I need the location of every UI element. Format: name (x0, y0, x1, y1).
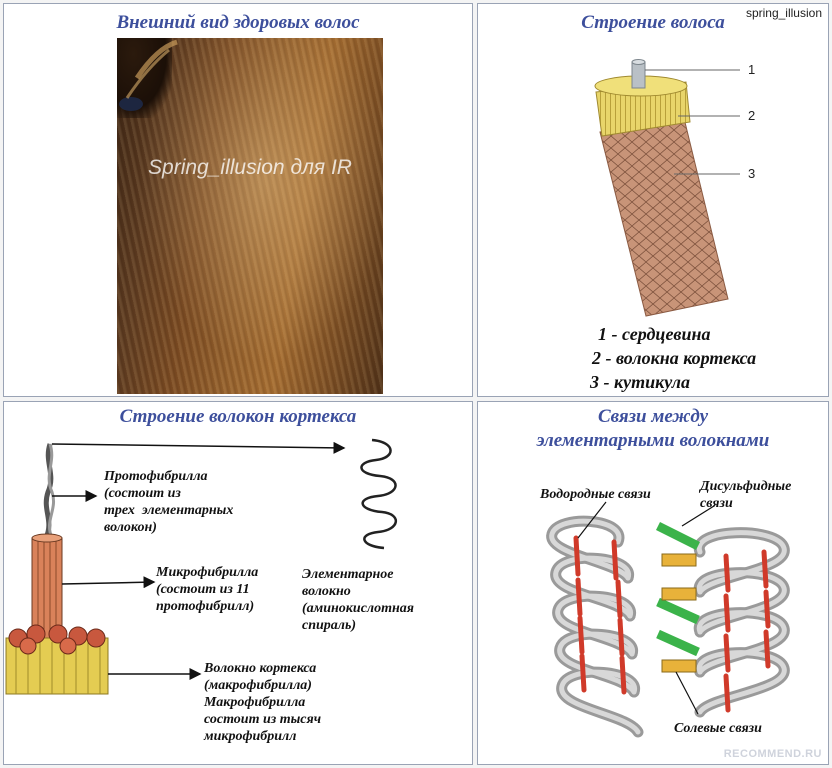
panel-healthy-hair: Внешний вид здоровых волос Spring_illusi… (3, 3, 473, 397)
cuticle-layer (599, 113, 729, 317)
panel-title-healthy-hair: Внешний вид здоровых волос (116, 12, 360, 33)
label-number-2: 2 (748, 108, 756, 123)
panel-hair-structure: Строение волоса spring_illusion 1 2 3 1 … (477, 3, 829, 397)
label-microfibril: Микрофибрилла (состоит из 11 протофибрил… (156, 565, 259, 614)
label-macrofibril: Волокно кортекса (макрофибрилла) Макрофи… (204, 661, 322, 744)
panel-title-bonds-line1: Связи между (597, 406, 709, 427)
hair-photo: Spring_illusion для IR (117, 38, 383, 394)
macrofibril-bundle (5, 624, 109, 695)
panel-title-hair-structure: Строение волоса (581, 12, 725, 33)
label-disulfide-bonds: Дисульфидные связи (700, 479, 792, 511)
label-number-3: 3 (748, 166, 756, 181)
watermark-text: Spring_illusion для IR (148, 156, 352, 179)
panel-title-cortex-fibers: Строение волокон кортекса (119, 406, 357, 427)
panel-cortex-fibers: Строение волокон кортекса (3, 401, 473, 765)
disulfide-bonds (655, 521, 701, 657)
label-protofibril: Протофибрилла (состоит из трех элементар… (104, 469, 234, 535)
legend-medulla: 1 - сердцевина (598, 324, 711, 344)
legend-cortex: 2 - волокна кортекса (592, 348, 757, 368)
label-salt-bonds: Солевые связи (674, 721, 762, 736)
author-label: spring_illusion (743, 6, 824, 20)
hair-shaft-illustration (594, 59, 740, 317)
left-coil (546, 515, 644, 738)
label-elementary-fiber: Элементарное волокно (аминокислотная спи… (302, 567, 414, 633)
label-number-1: 1 (748, 62, 756, 77)
panel-fiber-bonds: Связи между элементарными волокнами (477, 401, 829, 765)
hydrogen-bonds (573, 535, 771, 713)
elementary-fiber-spiral (360, 438, 397, 550)
medulla-core (631, 61, 646, 89)
panel-title-bonds-line2: элементарными волокнами (536, 430, 770, 451)
salt-bonds (661, 553, 697, 673)
legend-cuticle: 3 - кутикула (590, 372, 690, 392)
label-hydrogen-bonds: Водородные связи (540, 487, 651, 502)
bonds-illustration (546, 501, 790, 738)
cortex-fiber-illustration (5, 438, 397, 695)
hair-tie-icon (119, 39, 178, 111)
recommend-watermark: RECOMMEND.RU (723, 748, 822, 760)
